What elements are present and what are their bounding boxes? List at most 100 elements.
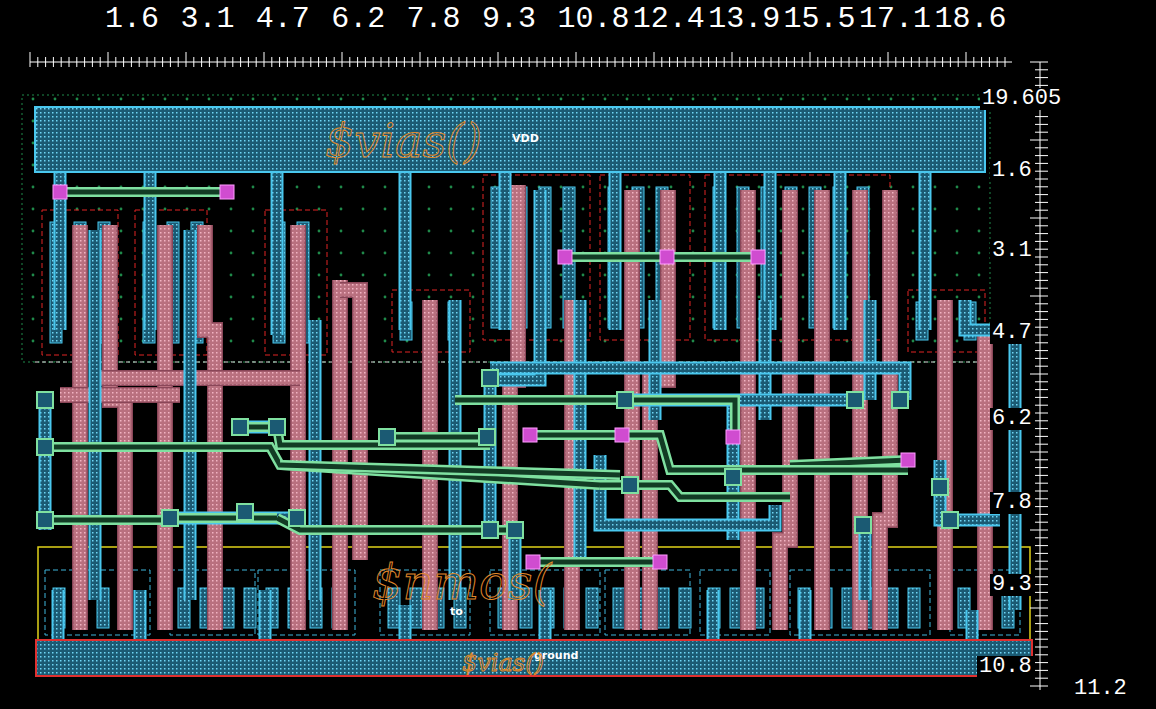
metal1-wire <box>186 230 195 600</box>
poly-wire <box>290 225 306 630</box>
metal1-wire <box>89 230 102 600</box>
diff-contact <box>613 588 625 628</box>
ruler-tick <box>490 57 491 67</box>
ruler-tick <box>193 57 194 67</box>
contact <box>37 439 53 455</box>
metal2-wire <box>790 460 908 465</box>
ruler-tick <box>373 57 374 67</box>
ruler-label: 12.4 <box>633 4 705 34</box>
ruler-tick <box>630 57 631 67</box>
ruler-tick <box>1035 514 1048 515</box>
metal2-wire <box>170 516 277 521</box>
contact <box>855 517 871 533</box>
ruler-tick <box>880 57 881 67</box>
poly-wire <box>292 225 305 630</box>
ruler-label: 19.605 <box>980 88 1063 110</box>
ruler-tick <box>950 57 951 67</box>
ruler-label: 10.8 <box>977 656 1034 678</box>
ruler-tick <box>833 57 834 67</box>
metal1-wire <box>273 172 282 335</box>
net-label: to <box>450 606 463 617</box>
ruler-label: 15.5 <box>784 4 856 34</box>
ruler-tick <box>381 57 382 67</box>
ruler-label: 1.6 <box>990 160 1034 182</box>
via <box>53 185 67 199</box>
metal1-wire <box>311 320 320 600</box>
ruler-tick <box>482 57 483 67</box>
ruler-tick <box>412 57 413 67</box>
metal1-wire <box>261 590 270 640</box>
ruler-tick <box>599 57 600 67</box>
diff-contact <box>244 588 256 628</box>
metal1-wire <box>714 160 727 330</box>
ruler-tick <box>310 57 311 67</box>
ruler-tick <box>271 57 272 67</box>
poly-wire <box>60 389 180 402</box>
ruler-tick <box>1035 186 1048 187</box>
ruler-tick <box>388 57 389 67</box>
metal1-wire <box>144 160 157 330</box>
ruler-tick <box>786 57 787 67</box>
metal1-wire <box>861 525 870 600</box>
ruler-label: 18.6 <box>934 4 1006 34</box>
via <box>523 428 537 442</box>
contact <box>232 419 248 435</box>
ruler-tick <box>864 57 865 67</box>
metal1-wire <box>136 590 145 640</box>
metal1-wire <box>834 172 847 330</box>
ruler-label: 11.2 <box>1072 678 1129 700</box>
ruler-tick <box>942 57 943 67</box>
ruler-tick <box>279 57 280 67</box>
ruler-tick <box>669 57 670 67</box>
ruler-tick <box>1035 124 1048 125</box>
ruler-tick <box>1035 569 1048 570</box>
ruler-tick <box>162 57 163 67</box>
ruler-tick <box>1035 428 1048 429</box>
contact <box>237 504 253 520</box>
ruler-tick <box>1005 57 1006 67</box>
ruler-tick <box>287 57 288 67</box>
ruler-tick <box>303 57 304 67</box>
metal1-wire <box>859 525 872 600</box>
metal2-wire <box>790 460 908 465</box>
metal1-wire <box>309 320 322 600</box>
ruler-label: 6.2 <box>331 4 385 34</box>
ruler-tick <box>817 57 818 67</box>
metal1-wire <box>919 172 932 330</box>
metal1-wire <box>399 172 412 330</box>
ruler-tick <box>677 57 678 67</box>
ruler-tick <box>1035 210 1048 211</box>
metal2-wire <box>170 513 277 523</box>
ruler-tick <box>466 57 467 67</box>
poly-wire <box>854 190 867 630</box>
ruler-tick <box>583 57 584 67</box>
contact <box>617 392 633 408</box>
ruler-tick <box>1035 241 1048 242</box>
via <box>653 555 667 569</box>
metal1-wire <box>52 590 65 640</box>
ruler-tick <box>357 57 358 67</box>
ruler-tick <box>1035 171 1048 172</box>
ruler-tick <box>521 57 522 67</box>
ruler-tick <box>505 57 506 67</box>
metal1-wire <box>968 610 977 640</box>
ruler-tick <box>1035 647 1048 648</box>
cell-label: $vias() <box>462 651 544 675</box>
ruler-tick <box>724 57 725 67</box>
ruler-tick <box>1035 381 1048 382</box>
ruler-tick <box>1035 670 1048 671</box>
ruler-tick <box>1030 686 1048 687</box>
ruler-tick <box>708 57 709 67</box>
metal1-wire <box>921 172 930 330</box>
ruler-label: 7.8 <box>990 492 1034 514</box>
ruler-tick <box>1035 272 1048 273</box>
ruler-tick <box>1035 506 1048 507</box>
ruler-tick <box>568 57 569 67</box>
ruler-label: 4.7 <box>990 322 1034 344</box>
ruler-tick <box>427 57 428 67</box>
ruler-tick <box>1035 545 1048 546</box>
ruler-tick <box>1035 420 1048 421</box>
metal1-wire <box>707 590 720 640</box>
ruler-tick <box>1035 69 1048 70</box>
contact <box>932 479 948 495</box>
